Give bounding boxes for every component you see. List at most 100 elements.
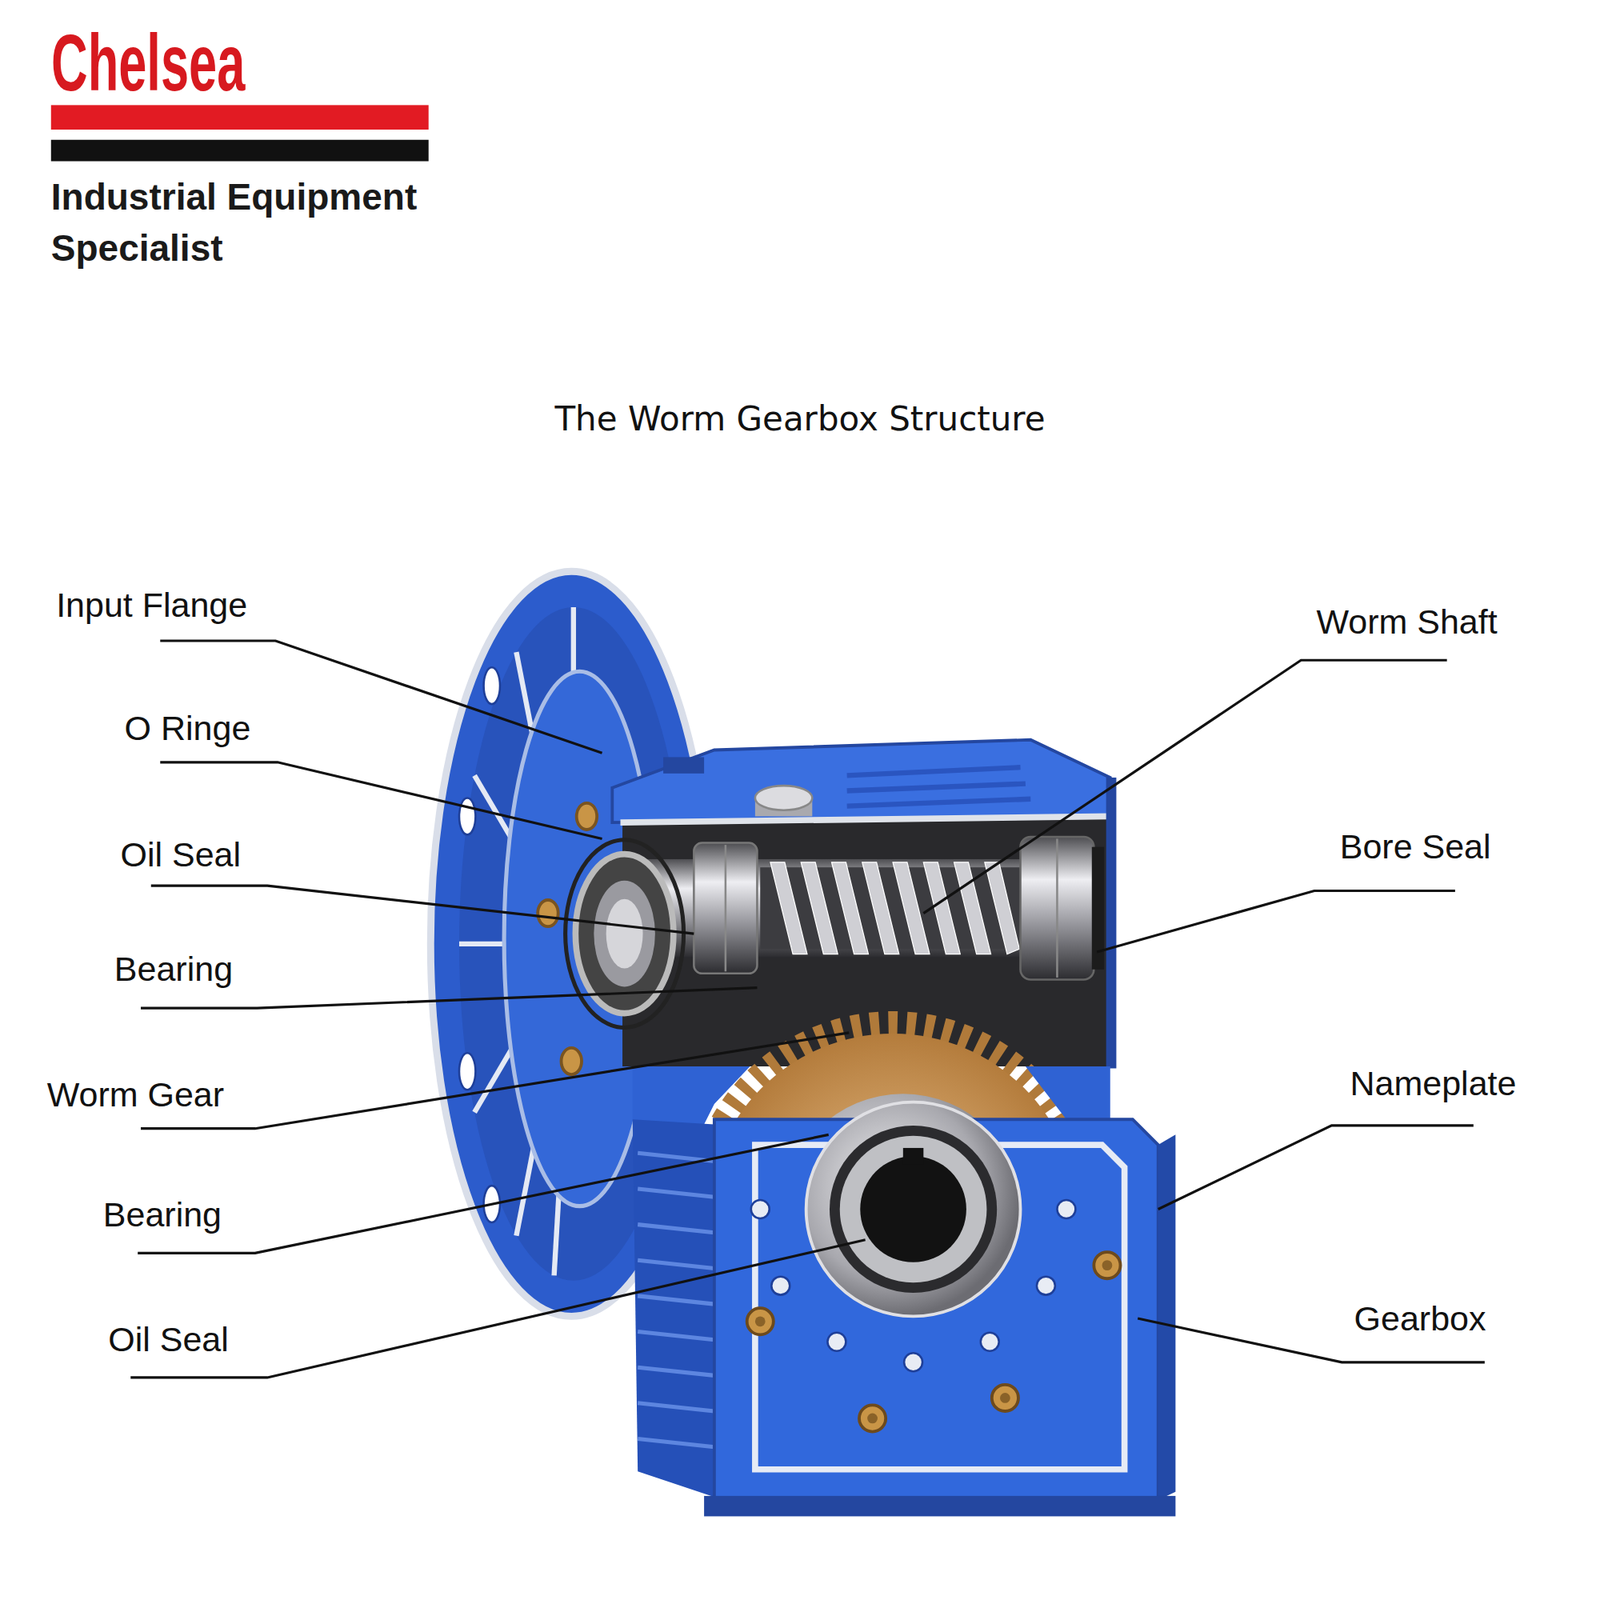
part-label: Bore Seal	[1340, 826, 1492, 868]
leader-line	[130, 1240, 865, 1378]
lower-housing	[1056, 1200, 1076, 1219]
lower-housing	[637, 1367, 715, 1376]
leader-line	[1158, 1125, 1474, 1210]
input-flange	[459, 1052, 476, 1090]
upper-housing	[847, 784, 1026, 792]
lower-housing	[992, 1384, 1019, 1412]
worm-shaft	[593, 880, 656, 988]
lower-housing	[637, 1188, 715, 1197]
upper-housing	[620, 816, 1111, 823]
lower-housing	[904, 1352, 923, 1372]
part-label: Oil Seal	[120, 834, 242, 876]
part-label: Bearing	[114, 948, 233, 991]
lower-housing	[632, 1119, 715, 1497]
part-label: Input Flange	[56, 584, 248, 627]
diagram-title: The Worm Gearbox Structure	[554, 399, 1045, 440]
upper-housing	[847, 799, 1032, 807]
input-flange	[484, 667, 500, 704]
lower-housing	[1102, 1260, 1113, 1271]
upper-housing	[847, 767, 1021, 776]
lower-housing	[859, 1404, 886, 1432]
worm-shaft	[693, 843, 757, 974]
leader-line	[151, 885, 695, 934]
leader-line	[923, 660, 1447, 913]
leader-line	[130, 640, 1485, 1378]
output-bore	[840, 1136, 988, 1284]
upper-housing	[663, 756, 704, 773]
worm-shaft	[770, 862, 1020, 955]
worm-shaft	[565, 836, 1104, 1028]
upper-housing	[612, 740, 1116, 1069]
output-bore	[860, 1156, 967, 1263]
part-label: O Ringe	[124, 708, 252, 750]
upper-housing	[755, 785, 812, 811]
worm-shaft	[575, 854, 673, 1014]
logo-bars	[51, 104, 429, 130]
output-bore	[806, 1102, 1021, 1317]
worm-shaft	[984, 862, 1020, 955]
worm-shaft	[832, 862, 869, 955]
leader-line	[1096, 891, 1456, 953]
lower-housing	[637, 1438, 715, 1447]
upper-housing	[1106, 777, 1117, 1069]
worm-shaft	[862, 862, 900, 955]
worm-shaft	[954, 862, 992, 955]
lower-housing	[1158, 1134, 1176, 1500]
lower-housing	[637, 1260, 715, 1268]
brand-tagline: Industrial Equipment Specialist	[51, 171, 480, 274]
lower-housing	[1093, 1252, 1120, 1279]
part-label: Oil Seal	[108, 1319, 229, 1361]
worm-shaft	[724, 844, 728, 972]
lower-housing	[637, 1332, 715, 1340]
lower-housing	[1025, 1066, 1111, 1120]
upper-housing	[622, 816, 1111, 1067]
lower-housing	[771, 1276, 790, 1296]
upper-housing	[612, 740, 1110, 823]
part-label: Bearing	[103, 1194, 222, 1236]
lower-housing	[632, 1066, 1176, 1517]
worm-shaft	[892, 862, 930, 955]
worm-shaft	[800, 862, 838, 955]
worm-shaft	[1020, 836, 1095, 980]
output-bore	[903, 1148, 924, 1164]
logo-bars	[51, 104, 429, 161]
lower-housing	[867, 1413, 878, 1424]
lower-housing	[751, 1200, 770, 1219]
part-label: Worm Gear	[47, 1074, 224, 1116]
part-label: Worm Shaft	[1316, 601, 1497, 644]
lower-housing	[704, 1496, 1176, 1517]
output-bore	[829, 1125, 997, 1293]
worm-shaft	[565, 840, 684, 1028]
lower-housing	[747, 1308, 774, 1335]
lower-housing	[637, 1296, 715, 1304]
lower-housing	[637, 1224, 715, 1233]
leader-line	[140, 988, 757, 1009]
worm-shaft	[606, 899, 644, 969]
lower-housing	[637, 1152, 715, 1447]
worm-shaft	[770, 862, 808, 955]
upper-housing	[847, 767, 1032, 806]
worm-shaft	[1056, 838, 1059, 977]
leader-line	[140, 1032, 849, 1129]
part-label: Gearbox	[1354, 1298, 1487, 1340]
output-bore	[806, 1102, 1021, 1317]
part-label: Nameplate	[1350, 1063, 1517, 1105]
lower-housing	[755, 1316, 766, 1327]
leader-line	[160, 762, 602, 840]
lower-housing	[637, 1403, 715, 1412]
input-flange	[576, 803, 598, 830]
lower-housing	[827, 1332, 846, 1352]
brand-logo: Chelsea	[51, 22, 245, 103]
leader-line	[137, 1134, 829, 1253]
input-flange	[561, 1048, 583, 1075]
input-flange	[459, 667, 500, 1223]
logo-bars	[51, 140, 429, 162]
lower-housing	[632, 1066, 751, 1125]
input-flange	[459, 797, 476, 835]
lower-housing	[1036, 1276, 1056, 1296]
lower-housing	[1000, 1392, 1011, 1404]
lower-housing	[980, 1332, 1000, 1352]
